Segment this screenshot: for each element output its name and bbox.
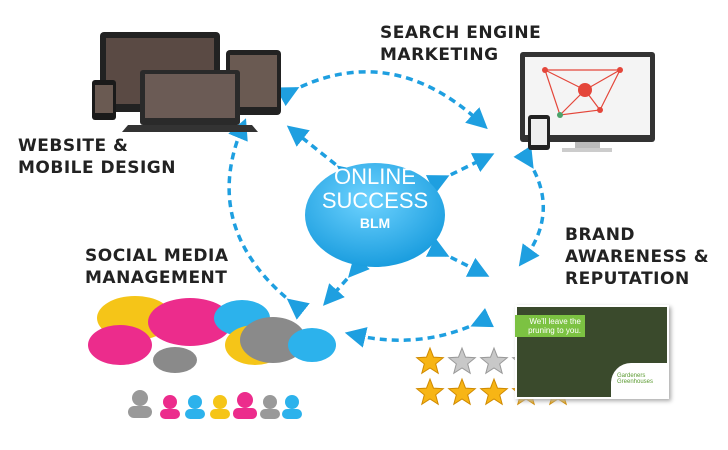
- ad-tagline: We'll leave the pruning to you.: [515, 315, 585, 337]
- star-empty-icon: [447, 346, 477, 375]
- devices-illustration: [92, 32, 281, 132]
- center-line-online: ONLINE: [334, 164, 416, 189]
- star-filled-icon: [479, 377, 509, 406]
- star-empty-icon: [479, 346, 509, 375]
- speech-bubbles-illustration: [88, 296, 336, 419]
- label-line: BRAND: [565, 225, 636, 245]
- sem-monitor-illustration: [520, 52, 655, 152]
- arrow-web-sem: [275, 70, 488, 130]
- ad-logo: Gardeners Greenhouses: [611, 363, 667, 397]
- label-line: REPUTATION: [565, 269, 690, 289]
- label-line: MANAGEMENT: [85, 268, 228, 288]
- label-line: MARKETING: [380, 45, 499, 65]
- greenhouse-ad-card: We'll leave the pruning to you. Gardener…: [515, 305, 669, 399]
- arrow-sem-brand: [513, 145, 545, 267]
- arrow-center-brand: [425, 237, 490, 277]
- label-line: SEARCH ENGINE: [380, 23, 542, 43]
- center-brand: BLM: [359, 215, 391, 231]
- label-line: WEBSITE &: [18, 136, 129, 156]
- arrow-social-web: [227, 118, 310, 320]
- label-brand-awareness-reputation: BRAND AWARENESS & REPUTATION: [565, 224, 709, 290]
- star-filled-icon: [415, 377, 445, 406]
- arrow-center-web: [286, 125, 360, 187]
- arrow-brand-social: [344, 308, 494, 348]
- arrow-center-sem: [425, 153, 495, 195]
- label-social-media-management: SOCIAL MEDIA MANAGEMENT: [85, 245, 229, 289]
- center-ellipse: [305, 163, 445, 267]
- arrow-center-social: [323, 255, 370, 306]
- center-text: ONLINE SUCCESS BLM: [307, 164, 443, 232]
- label-website-mobile-design: WEBSITE & MOBILE DESIGN: [18, 135, 176, 179]
- label-line: MOBILE DESIGN: [18, 158, 176, 178]
- connector-arrows: [227, 70, 545, 348]
- label-search-engine-marketing: SEARCH ENGINE MARKETING: [380, 22, 541, 66]
- people-icons: [128, 390, 302, 419]
- center-line-success: SUCCESS: [321, 188, 429, 213]
- star-filled-icon: [415, 346, 445, 375]
- label-line: AWARENESS &: [565, 247, 710, 267]
- label-line: SOCIAL MEDIA: [85, 246, 229, 266]
- star-filled-icon: [447, 377, 477, 406]
